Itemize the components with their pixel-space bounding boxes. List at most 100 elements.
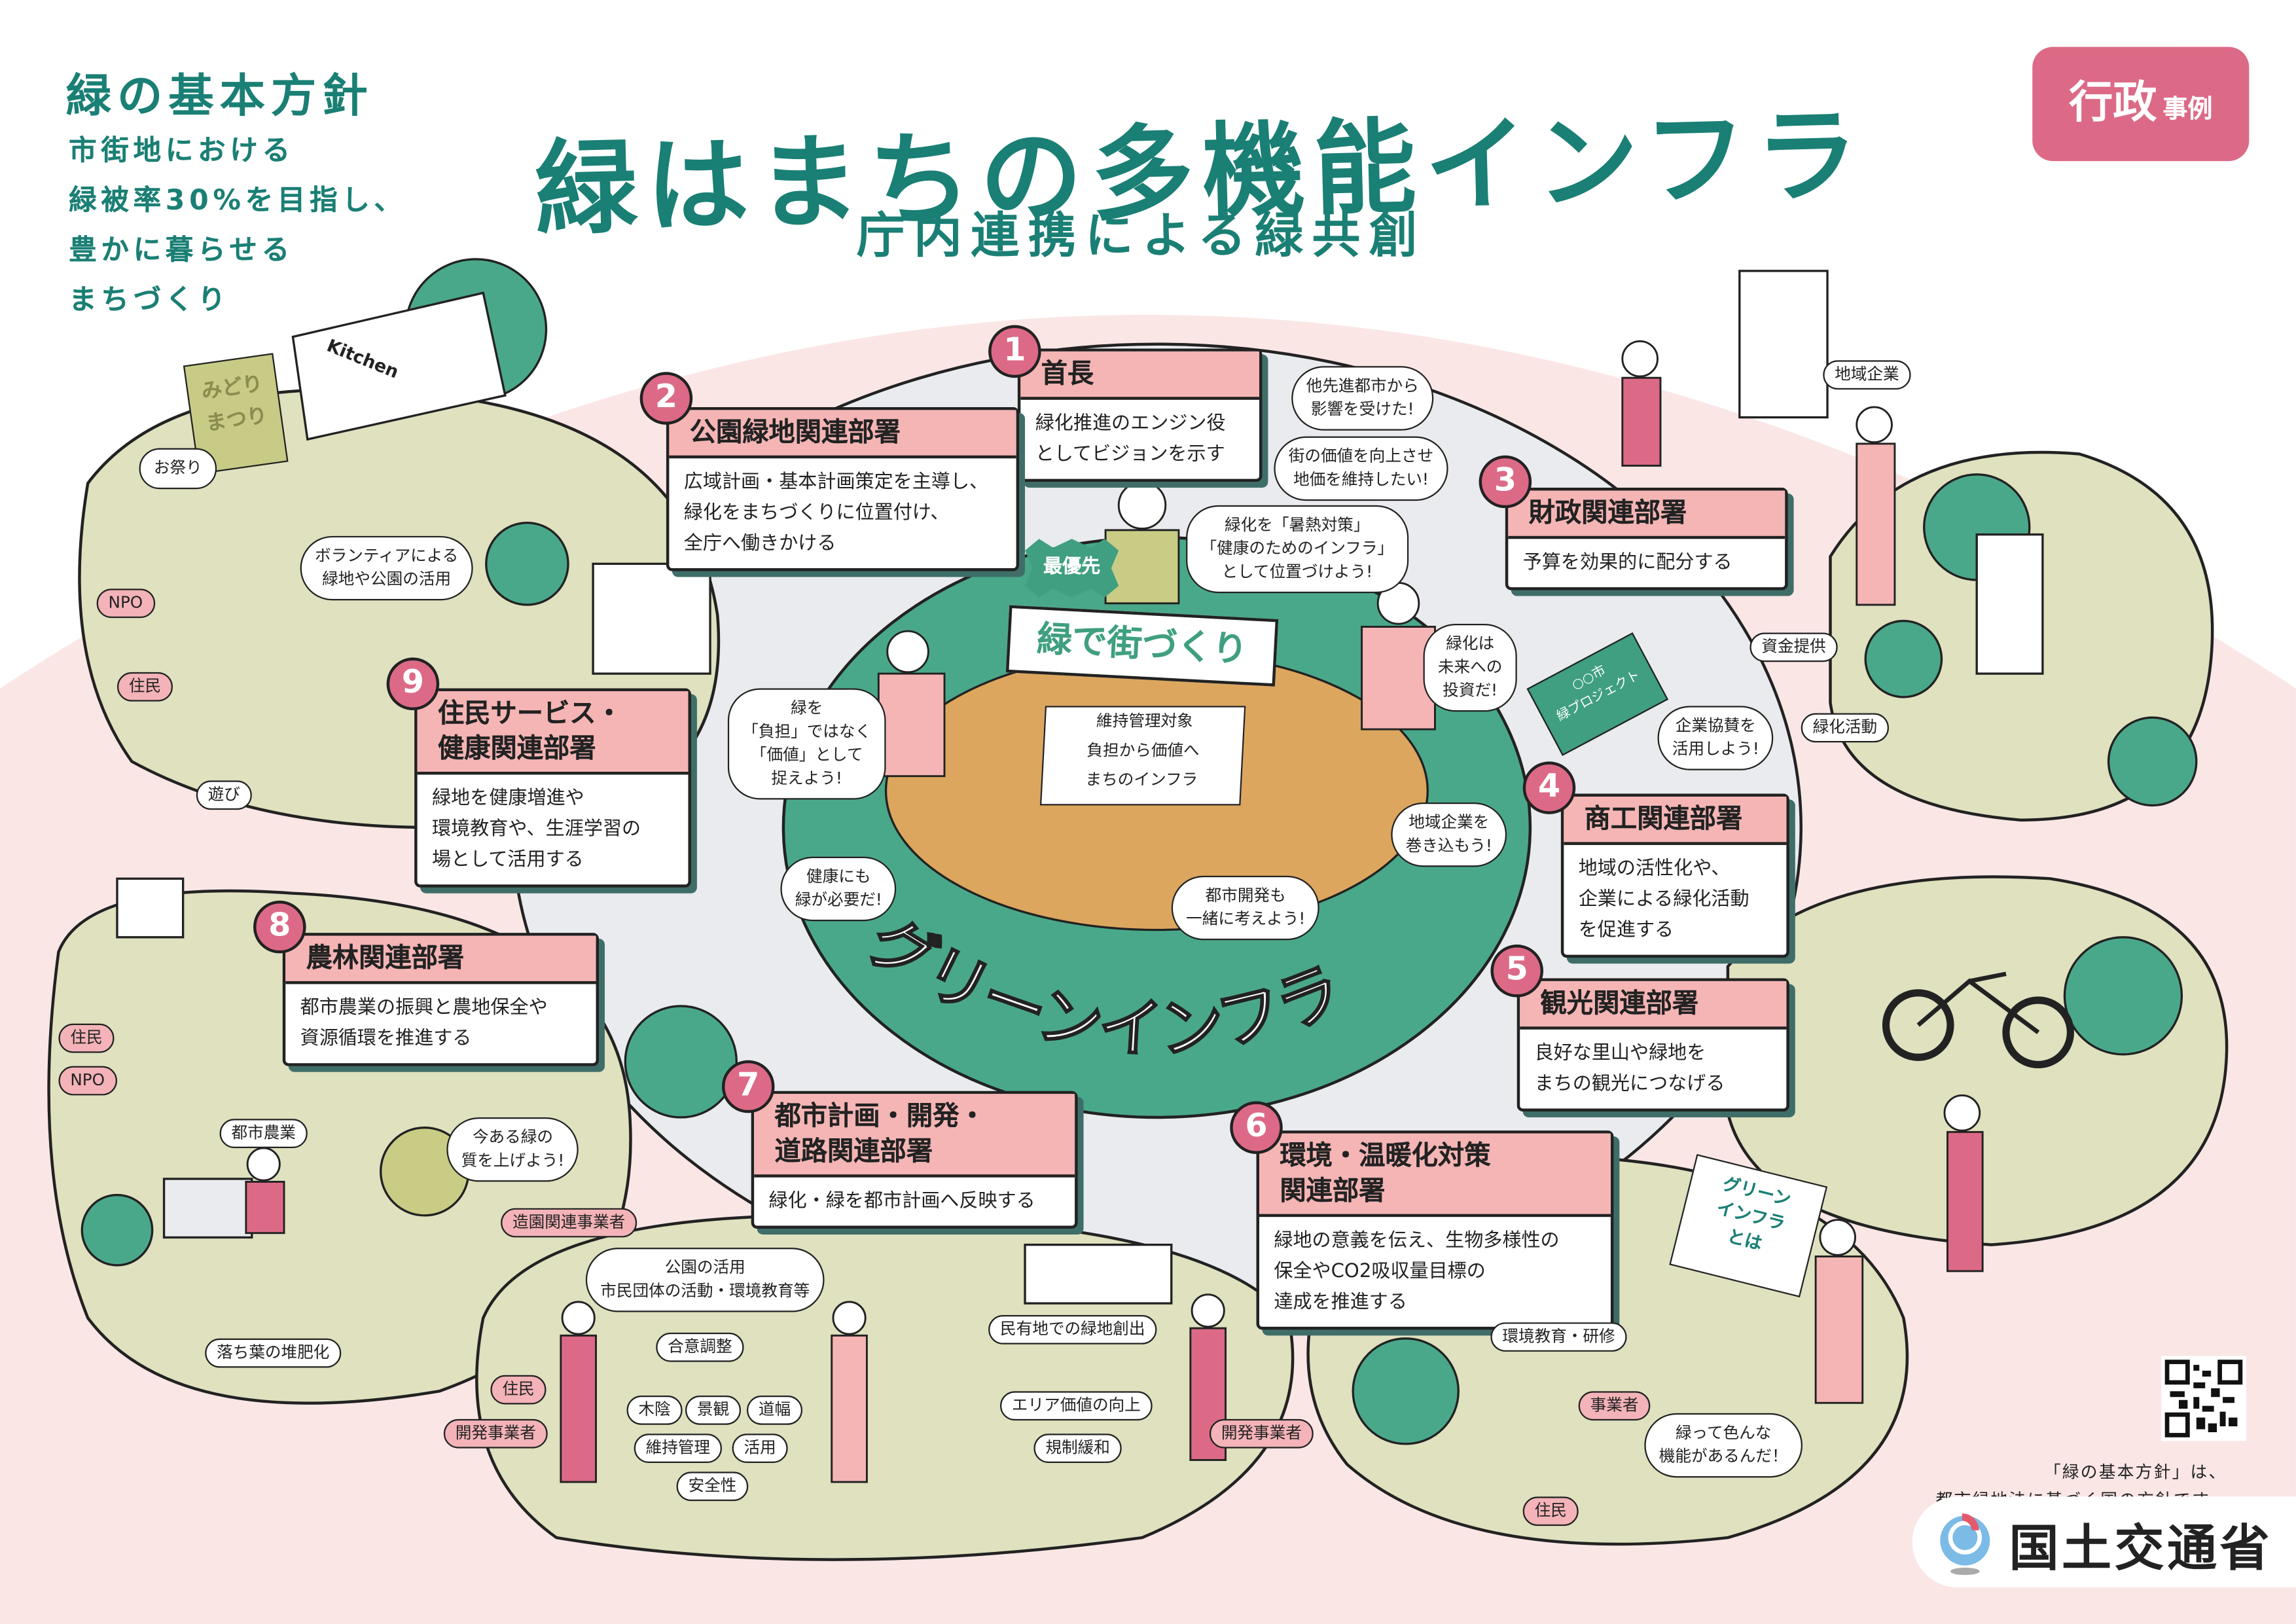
department-desc: 資源循環を推進する xyxy=(300,1028,472,1051)
bubble-line: 緑化は xyxy=(1446,634,1495,653)
department-name: 商工関連部署 xyxy=(1564,797,1787,845)
label-tag: 道幅 xyxy=(746,1396,802,1425)
qr-code-icon xyxy=(2164,1360,2243,1437)
label-tag: エリア価値の向上 xyxy=(1000,1391,1153,1421)
qr-code[interactable] xyxy=(2161,1356,2246,1441)
building xyxy=(116,877,185,939)
speech-bubble: 公園の活用市民団体の活動・環境教育等 xyxy=(585,1248,825,1312)
badge-sub: 事例 xyxy=(2162,95,2213,125)
speech-bubble: 緑って色んな機能があるんだ！ xyxy=(1644,1413,1803,1478)
bubble-line: 未来への xyxy=(1437,657,1503,677)
bubble-line: 都市開発も xyxy=(1205,886,1286,905)
bubble-line: 緑を xyxy=(791,698,823,718)
policy-line: 豊かに暮らせる xyxy=(69,234,294,267)
department-name: 農林関連部署 xyxy=(285,935,596,984)
department-name: 観光関連部署 xyxy=(1520,981,1787,1030)
role-tag: 開発事業者 xyxy=(1209,1418,1314,1449)
number-badge: 5 xyxy=(1490,944,1544,998)
department-name: 住民サービス・ xyxy=(437,698,622,730)
role-tag: 事業者 xyxy=(1578,1391,1651,1421)
mayor-figure xyxy=(1117,480,1167,530)
speech-bubble: 緑化は未来への投資だ! xyxy=(1423,624,1517,712)
card-line: 負担から価値へ xyxy=(1086,741,1200,761)
kitchen-tent xyxy=(291,291,507,441)
speech-bubble: 緑化を「暑熱対策」「健康のためのインフラ」として位置づけよう! xyxy=(1186,505,1408,594)
priority-badge: 最優先 xyxy=(1025,539,1119,598)
bubble-line: 公園の活用 xyxy=(664,1257,745,1277)
buildings xyxy=(116,270,2044,1305)
bubble-line: 「健康のためのインフラ」 xyxy=(1200,539,1394,558)
badge-main: 行政 xyxy=(2069,77,2157,129)
department-name: 財政関連部署 xyxy=(1508,490,1785,539)
role-tag: 住民 xyxy=(117,672,173,702)
department-desc: としてビジョンを示す xyxy=(1035,443,1225,466)
number-badge: 7 xyxy=(721,1060,775,1113)
department-desc: 地域の活性化や、 xyxy=(1578,857,1731,880)
bubble-line: 地価を維持したい! xyxy=(1293,470,1429,490)
role-tag: 造園関連事業者 xyxy=(501,1208,637,1238)
bubble-line: 一緒に考えよう! xyxy=(1186,909,1306,929)
bubble-line: 緑が必要だ! xyxy=(795,890,882,910)
speech-bubble: 都市開発も一緒に考えよう! xyxy=(1171,875,1320,941)
number-badge: 9 xyxy=(386,657,440,711)
building xyxy=(592,562,711,675)
label-tag: 景観 xyxy=(685,1396,742,1425)
department-tourism: 観光関連部署 良好な里山や緑地をまちの観光につなげる xyxy=(1516,978,1789,1112)
card-line: まちのインフラ xyxy=(1085,770,1198,789)
label-tag: 合意調整 xyxy=(656,1332,744,1362)
category-badge: 行政事例 xyxy=(2032,46,2250,162)
bubble-line: 「価値」として xyxy=(750,745,863,765)
policy-title: 緑の基本方針 xyxy=(65,70,374,123)
bubble-line: 地域企業を xyxy=(1408,812,1490,832)
bubble-line: 投資だ! xyxy=(1443,681,1498,700)
department-name: 公園緑地関連部署 xyxy=(669,410,1016,459)
building xyxy=(1024,1243,1173,1305)
department-desc: 達成を推進する xyxy=(1274,1291,1407,1314)
bubble-line: 「負担」ではなく xyxy=(742,721,872,742)
trees xyxy=(81,258,2198,1445)
bubble-line: として位置づけよう! xyxy=(1221,562,1373,582)
bubble-line: 今ある緑の xyxy=(472,1127,553,1147)
department-desc: 緑化をまちづくりに位置付け、 xyxy=(683,502,950,524)
department-desc: まちの観光につなげる xyxy=(1534,1073,1725,1096)
speech-bubble: 企業協賛を活用しよう! xyxy=(1657,706,1774,770)
department-mayor: 首長 緑化推進のエンジン役としてビジョンを示す xyxy=(1017,348,1263,482)
department-desc: 予算を効果的に配分する xyxy=(1522,552,1732,574)
department-finance: 財政関連部署 予算を効果的に配分する xyxy=(1505,487,1788,590)
tree-icon xyxy=(81,1193,154,1267)
department-name: 関連部署 xyxy=(1280,1176,1386,1207)
number-badge: 6 xyxy=(1230,1101,1283,1154)
role-tag: 住民 xyxy=(1522,1496,1579,1526)
department-environment: 環境・温暖化対策関連部署 緑地の意義を伝え、生物多様性の保全やCO2吸収量目標の… xyxy=(1256,1130,1614,1330)
office-building xyxy=(1975,533,2044,675)
department-commerce: 商工関連部署 地域の活性化や、企業による緑化活動を促進する xyxy=(1560,793,1789,958)
ministry-emblem-icon xyxy=(1940,1513,1990,1576)
bubble-line: 緑化を「暑熱対策」 xyxy=(1225,515,1370,535)
label-tag: 民有地での緑地創出 xyxy=(988,1315,1157,1344)
bubble-line: 緑地や公園の活用 xyxy=(322,569,452,589)
office-building xyxy=(1738,270,1829,419)
speech-bubble: お祭り xyxy=(139,448,217,490)
speech-bubble: ボランティアによる緑地や公園の活用 xyxy=(300,535,473,601)
label-tag: 環境教育・研修 xyxy=(1490,1322,1627,1352)
department-name: 環境・温暖化対策 xyxy=(1280,1140,1491,1172)
tree-icon xyxy=(1864,619,1943,698)
bubble-line: 緑って色んな xyxy=(1675,1423,1772,1443)
role-tag: NPO xyxy=(96,588,155,619)
department-desc: 良好な里山や緑地を xyxy=(1534,1042,1706,1065)
tree-icon xyxy=(485,522,569,606)
speech-bubble: 健康にも緑が必要だ! xyxy=(780,856,897,922)
speech-bubble: 今ある緑の質を上げよう! xyxy=(446,1117,579,1182)
department-desc: 緑化・緑を都市計画へ反映する xyxy=(768,1190,1035,1213)
department-desc: 全庁へ働きかける xyxy=(683,533,836,555)
department-desc: を促進する xyxy=(1578,919,1674,942)
label-tag: 落ち葉の堆肥化 xyxy=(205,1338,342,1368)
role-tag: 住民 xyxy=(58,1023,115,1053)
label-tag: 緑化活動 xyxy=(1801,713,1889,743)
number-badge: 8 xyxy=(253,900,306,954)
speech-bubble: 街の価値を向上させ地価を維持したい! xyxy=(1274,436,1448,501)
bubble-line: 健康にも xyxy=(806,867,871,886)
number-badge: 2 xyxy=(639,372,693,425)
department-desc: 緑地の意義を伝え、生物多様性の xyxy=(1274,1230,1560,1252)
department-name: 健康関連部署 xyxy=(437,733,596,765)
